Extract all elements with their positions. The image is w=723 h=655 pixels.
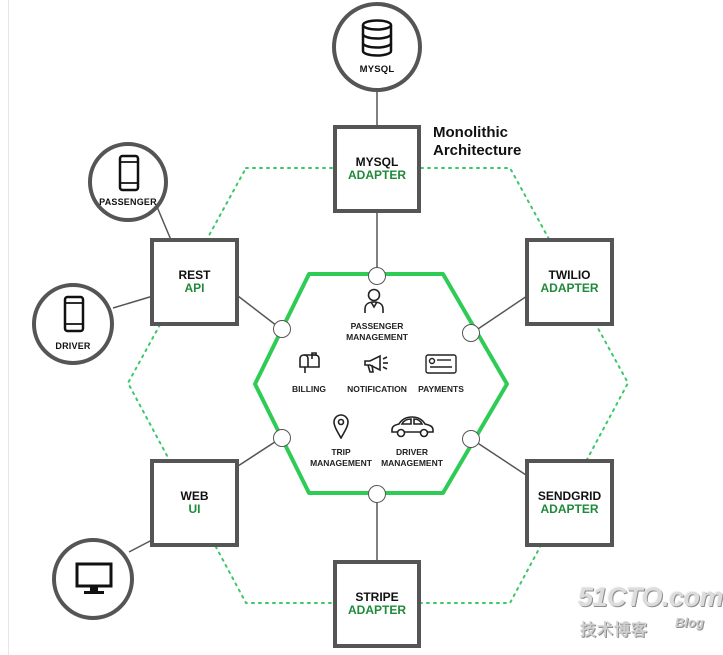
mysql-adapter-line1: MYSQL (355, 155, 399, 169)
twilio-adapter-line1: TWILIO (548, 268, 591, 282)
watermark-logo: 51CTO.com (578, 582, 723, 612)
person-icon (364, 288, 384, 313)
map-pin-icon (333, 414, 349, 439)
passenger-management-label: PASSENGER MANAGEMENT (330, 321, 424, 343)
payments-label: PAYMENTS (418, 384, 464, 394)
port-node-upper-right (462, 324, 480, 342)
smartphone-icon (118, 154, 140, 192)
trip-management-line2: MANAGEMENT (310, 458, 372, 468)
watermark-blog: Blog (675, 615, 704, 630)
driver-management-line2: MANAGEMENT (381, 458, 443, 468)
port-node-lower-right (462, 430, 480, 448)
title-line2: Architecture (433, 142, 522, 159)
watermark-subtitle: 技术博客 (580, 622, 649, 639)
database-icon (361, 19, 393, 57)
port-node-upper-left (273, 320, 291, 338)
passenger-label: PASSENGER (99, 197, 157, 207)
stripe-adapter-line1: STRIPE (355, 590, 399, 604)
sendgrid-adapter-line1: SENDGRID (537, 489, 602, 503)
driver-management-label: DRIVER MANAGEMENT (366, 447, 458, 469)
outer-dotted-hexagon (126, 167, 630, 604)
passenger-client-node: PASSENGER (88, 142, 168, 222)
megaphone-icon (364, 354, 388, 373)
trip-management-label: TRIP MANAGEMENT (295, 447, 387, 469)
diagram-title: Monolithic Architecture (433, 124, 521, 160)
driver-client-node: DRIVER (32, 283, 114, 365)
notification-label: NOTIFICATION (347, 384, 407, 394)
mysql-adapter-line2: ADAPTER (347, 168, 406, 182)
monitor-icon (75, 562, 113, 594)
sendgrid-adapter-line2: ADAPTER (540, 502, 599, 516)
stripe-adapter-box: STRIPE ADAPTER (333, 560, 421, 648)
passenger-management-line2: MANAGEMENT (346, 332, 408, 342)
mysql-db-label: MYSQL (359, 64, 395, 75)
twilio-adapter-line2: ADAPTER (540, 281, 599, 295)
core-hexagon (253, 272, 509, 495)
rest-api-box: REST API (150, 238, 239, 326)
web-ui-box: WEB UI (150, 459, 239, 547)
billing-label: BILLING (292, 384, 326, 394)
rest-api-line2: API (184, 281, 205, 295)
twilio-adapter-box: TWILIO ADAPTER (525, 238, 614, 326)
mysql-database-node: MYSQL (332, 2, 422, 92)
mysql-adapter-box: MYSQL ADAPTER (333, 125, 421, 213)
car-icon (391, 416, 434, 438)
web-ui-line2: UI (188, 502, 201, 516)
stripe-adapter-line2: ADAPTER (347, 603, 406, 617)
port-node-bottom (368, 485, 386, 503)
smartphone-icon (63, 295, 85, 333)
credit-card-icon (425, 354, 457, 374)
web-ui-line1: WEB (180, 489, 209, 503)
driver-label: DRIVER (55, 341, 91, 351)
mailbox-icon (299, 352, 320, 373)
browser-client-node (52, 538, 134, 620)
page-left-border (8, 0, 9, 655)
trip-management-line1: TRIP (331, 447, 351, 457)
sendgrid-adapter-box: SENDGRID ADAPTER (525, 459, 614, 547)
port-node-lower-left (273, 429, 291, 447)
title-line1: Monolithic (433, 124, 508, 141)
port-node-top (368, 267, 386, 285)
driver-management-line1: DRIVER (395, 447, 429, 457)
rest-api-line1: REST (178, 268, 211, 282)
passenger-management-line1: PASSENGER (350, 321, 404, 331)
